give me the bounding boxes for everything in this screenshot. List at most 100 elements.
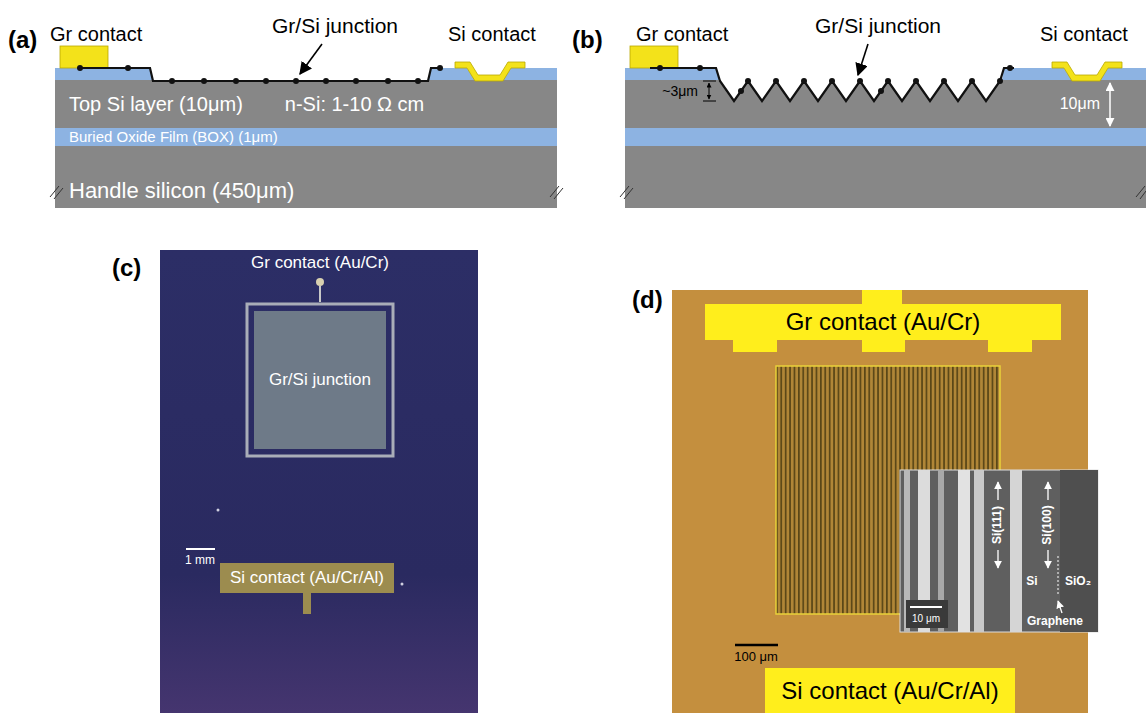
graphene-dots bbox=[941, 78, 947, 84]
leader-arrow bbox=[300, 44, 322, 74]
graphene-dots bbox=[878, 88, 884, 94]
facet-arrow bbox=[1047, 482, 1048, 500]
facet-label: Si(100) bbox=[1041, 505, 1055, 544]
facet-arrow bbox=[997, 482, 998, 500]
contact-label: Si contact bbox=[1040, 23, 1128, 46]
graphene-dots bbox=[697, 65, 703, 71]
contact-pad: Gr contact (Au/Cr) bbox=[705, 304, 1061, 340]
junction-label: Gr/Si junction bbox=[272, 14, 398, 38]
oxide-layer bbox=[625, 68, 719, 80]
photo-c bbox=[160, 250, 478, 713]
si-contact-pad bbox=[455, 62, 525, 81]
scale-patch bbox=[906, 600, 948, 628]
graphene-dots bbox=[169, 78, 175, 84]
junction-square: Gr/Si junction bbox=[254, 311, 386, 449]
graphene-dots bbox=[293, 78, 299, 84]
contact-label: Gr contact bbox=[50, 23, 142, 46]
photo-background bbox=[160, 250, 478, 713]
graphene-dots bbox=[997, 78, 1003, 84]
facet-arrow bbox=[1047, 550, 1048, 568]
depth-marker bbox=[703, 81, 716, 101]
graphene-dots bbox=[969, 78, 975, 84]
panel-letter: (b) bbox=[572, 26, 603, 54]
cut-mark bbox=[550, 186, 559, 197]
contact-label: Gr contact (Au/Cr) bbox=[251, 253, 389, 273]
graphene-dots bbox=[829, 78, 835, 84]
contact-label: Gr contact bbox=[636, 23, 728, 46]
leader-arrow bbox=[858, 44, 868, 75]
oxide-layer bbox=[55, 68, 153, 80]
scale-label: 1 mm bbox=[185, 554, 215, 568]
graphene-dots bbox=[857, 78, 863, 84]
material-label: Si bbox=[1026, 575, 1037, 589]
graphene-dots bbox=[233, 78, 239, 84]
cut-mark bbox=[54, 188, 63, 199]
node-text: Handle silicon (450μm) bbox=[69, 178, 294, 203]
graphene-dots bbox=[415, 78, 421, 84]
material-label: SiO₂ bbox=[1065, 575, 1091, 589]
contact-pad: Si contact (Au/Cr/Al) bbox=[765, 668, 1015, 713]
depth-marker bbox=[703, 81, 716, 82]
contact-dot bbox=[316, 278, 324, 286]
cut-mark bbox=[620, 186, 629, 197]
graphene-dots bbox=[913, 78, 919, 84]
facet-arrow bbox=[1058, 601, 1062, 613]
scale-bar bbox=[735, 644, 778, 647]
contact-label: Si contact bbox=[448, 23, 536, 46]
contact-pad: Si contact (Au/Cr/Al) bbox=[220, 563, 394, 593]
node-text: Gr/Si junction bbox=[269, 370, 371, 390]
graphene-dots bbox=[1007, 65, 1013, 71]
graphene-dots bbox=[77, 65, 443, 84]
buried-oxide bbox=[55, 128, 557, 146]
facet-arrow bbox=[998, 482, 1062, 613]
cut-mark bbox=[50, 186, 59, 197]
cross-section-a bbox=[50, 44, 563, 208]
material-label: Graphene bbox=[1027, 615, 1083, 629]
scale-bar bbox=[910, 606, 942, 608]
boundary-line bbox=[1058, 556, 1059, 596]
junction-frame bbox=[247, 304, 393, 456]
thickness-arrow bbox=[1109, 83, 1111, 126]
handle-layer-band: Handle silicon (450μm) bbox=[55, 146, 557, 208]
gr-contact-pad bbox=[60, 46, 108, 68]
cut-mark bbox=[1136, 186, 1145, 197]
cross-section-b bbox=[620, 44, 1146, 208]
graphene-dots bbox=[885, 78, 891, 84]
sem-ridge bbox=[1010, 470, 1022, 632]
graphene-line bbox=[650, 68, 1014, 101]
junction-fill bbox=[254, 311, 386, 449]
depth-marker bbox=[703, 101, 716, 102]
handle-silicon bbox=[55, 146, 557, 208]
scale-label: 100 μm bbox=[734, 650, 778, 665]
dimension-label: ~3μm bbox=[662, 83, 698, 99]
graphene-dots bbox=[657, 65, 1013, 94]
junction-label: Gr/Si junction bbox=[815, 14, 941, 38]
graphene-dots bbox=[323, 78, 329, 84]
sem-ridge bbox=[974, 470, 984, 632]
graphene-dots bbox=[657, 65, 663, 71]
graphene-dots bbox=[77, 65, 83, 71]
scale-label: 10 μm bbox=[912, 613, 940, 625]
graphene-dots bbox=[745, 78, 751, 84]
contact-wire bbox=[319, 286, 321, 302]
oxide-layer bbox=[1002, 68, 1072, 80]
panel-letter: (a) bbox=[8, 26, 37, 54]
oxide-layer-band: Buried Oxide Film (BOX) (1μm) bbox=[55, 128, 557, 146]
graphene-dots bbox=[801, 78, 807, 84]
graphene-dots bbox=[201, 78, 207, 84]
node-text: Top Si layer (10μm) bbox=[69, 93, 243, 116]
node-text: n-Si: 1-10 Ω cm bbox=[285, 93, 424, 116]
graphene-dots bbox=[385, 78, 391, 84]
graphene-dots bbox=[353, 78, 359, 84]
buried-oxide bbox=[625, 128, 1146, 146]
node-text: Si contact (Au/Cr/Al) bbox=[781, 677, 998, 705]
speck bbox=[217, 509, 220, 512]
node-text: Si contact (Au/Cr/Al) bbox=[230, 568, 384, 588]
contact-tab bbox=[988, 338, 1032, 352]
graphene-dots bbox=[437, 65, 443, 71]
contact-tab bbox=[862, 338, 905, 352]
cut-mark bbox=[620, 186, 1146, 199]
dimension-label: 10μm bbox=[1060, 95, 1100, 113]
speck bbox=[401, 583, 404, 586]
oxide-layer bbox=[503, 68, 557, 80]
